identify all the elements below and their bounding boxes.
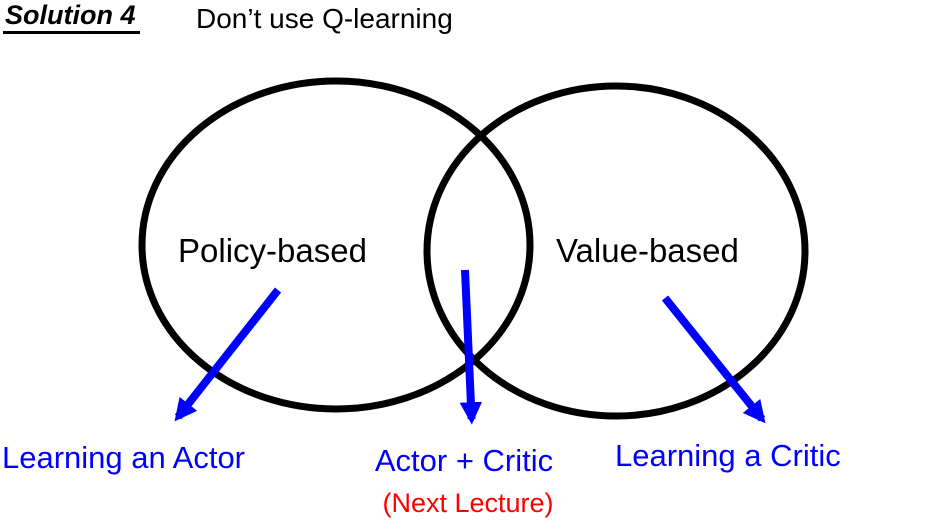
page-title: Solution 4 — [3, 2, 140, 34]
actor-plus-critic-label: Actor + Critic — [374, 443, 554, 478]
policy-based-circle — [138, 77, 534, 413]
value-based-circle — [423, 82, 809, 420]
learning-an-actor-label: Learning an Actor — [2, 440, 246, 475]
down-right-arrow-icon — [661, 295, 766, 424]
value-based-label: Value-based — [556, 232, 739, 269]
down-arrow-icon — [459, 269, 483, 425]
next-lecture-note: (Next Lecture) — [382, 488, 554, 518]
page-subtitle: Don’t use Q-learning — [196, 3, 453, 34]
policy-based-label: Policy-based — [178, 232, 367, 269]
learning-a-critic-label: Learning a Critic — [615, 438, 841, 473]
down-left-arrow-icon — [174, 287, 282, 422]
